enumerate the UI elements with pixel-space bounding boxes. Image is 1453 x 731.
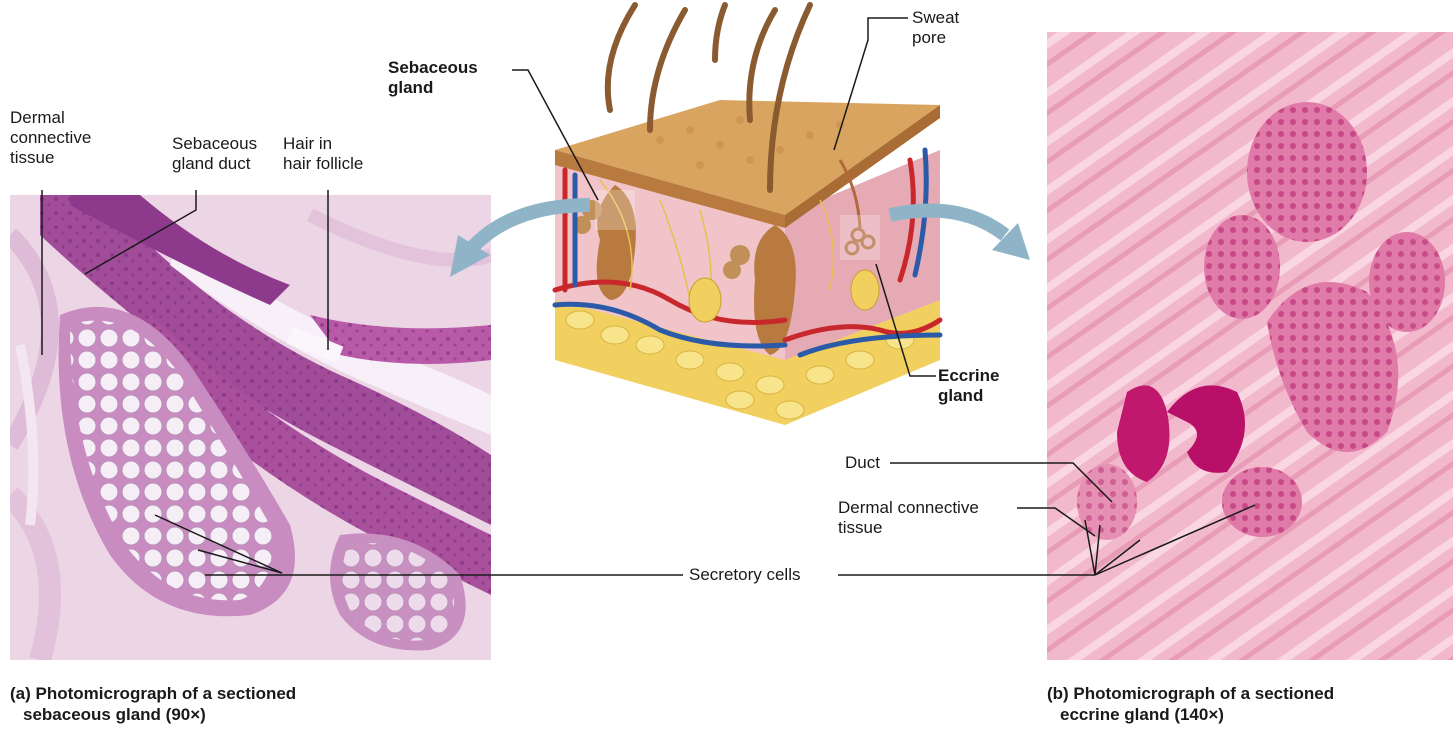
label-duct: Duct [845, 453, 880, 473]
label-secretory-cells: Secretory cells [689, 565, 800, 585]
